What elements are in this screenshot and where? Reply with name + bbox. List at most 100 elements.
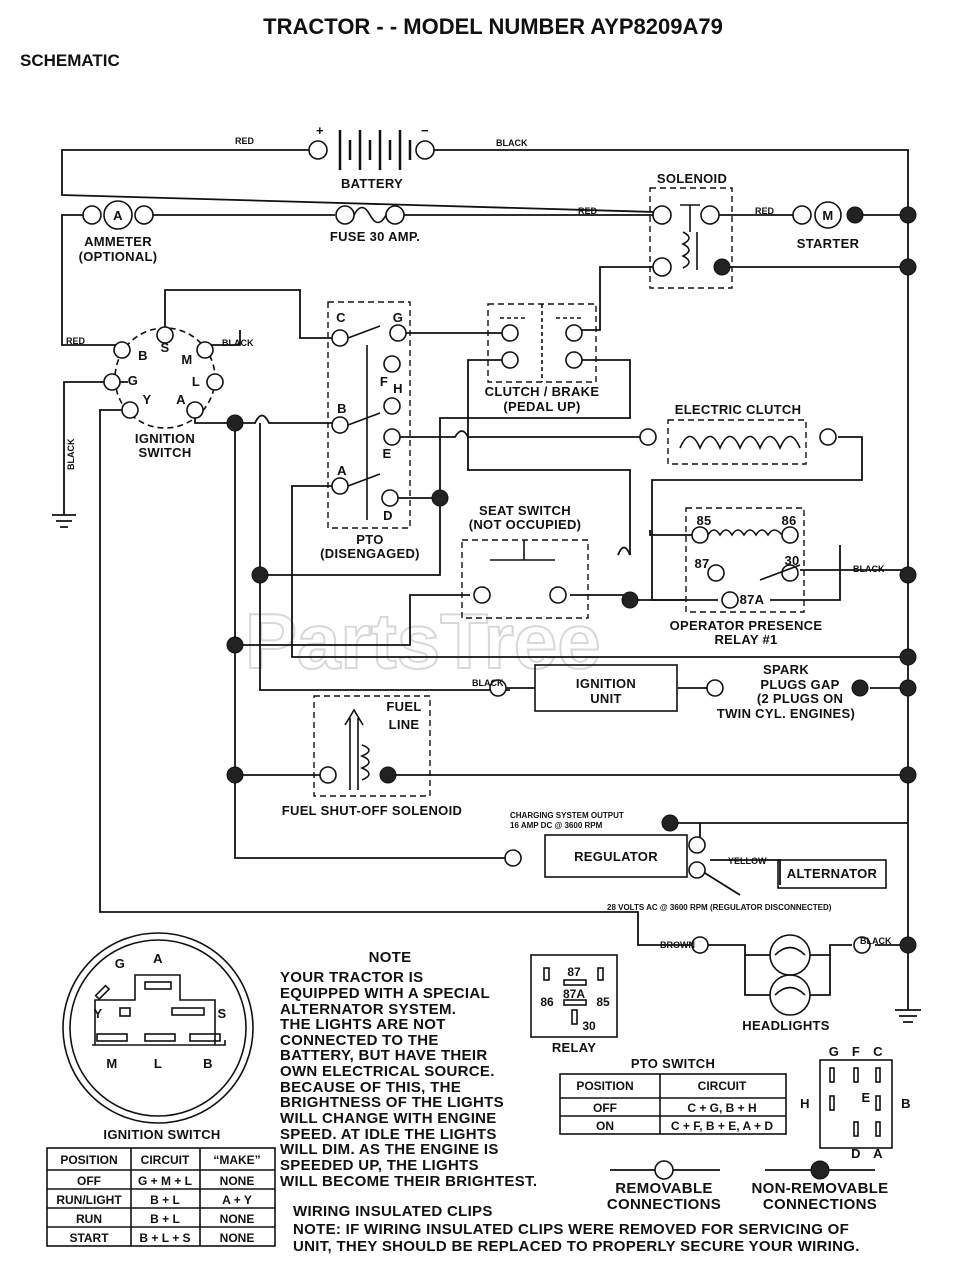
ign-cell: B + L [150, 1212, 180, 1226]
spark-label-4: TWIN CYL. ENGINES) [717, 706, 855, 721]
relay-term-86: 86 [781, 513, 796, 528]
ign-cell: NONE [220, 1174, 255, 1188]
pto-face-a: A [873, 1146, 883, 1161]
headlights-label: HEADLIGHTS [742, 1018, 830, 1033]
spark-label-2: PLUGS GAP [760, 677, 839, 692]
pto-table-title: PTO SWITCH [631, 1056, 715, 1071]
pto-face-b: B [901, 1096, 911, 1111]
battery-plus: + [316, 123, 324, 138]
ign-term-y: Y [143, 392, 152, 407]
note-line: BATTERY, BUT HAVE THEIR [280, 1047, 487, 1064]
ign-cell: G + M + L [138, 1174, 192, 1188]
relay-term-85: 85 [696, 513, 711, 528]
face-y: Y [94, 1006, 103, 1021]
battery-label: BATTERY [341, 176, 403, 191]
ign-term-l: L [192, 374, 200, 389]
relay-legend-87a: 87A [563, 987, 585, 1001]
note-line: OWN ELECTRICAL SOURCE. [280, 1063, 495, 1080]
headlights: HEADLIGHTS [691, 934, 871, 1033]
page-title: TRACTOR - - MODEL NUMBER AYP8209A79 [263, 14, 723, 39]
wire-red-ign: RED [66, 336, 86, 346]
pto-th-position: POSITION [576, 1079, 633, 1093]
fuel-solenoid-label: FUEL SHUT-OFF SOLENOID [282, 803, 462, 818]
relay-term-30: 30 [784, 553, 799, 568]
fuse-label: FUSE 30 AMP. [330, 229, 420, 244]
ign-cell: OFF [77, 1174, 101, 1188]
legend-removable-1: REMOVABLE [615, 1180, 712, 1197]
charging-label-2: 16 AMP DC @ 3600 RPM [510, 821, 603, 830]
relay-legend-85: 85 [596, 995, 610, 1009]
legend-removable-2: CONNECTIONS [607, 1196, 721, 1213]
note-line: CONNECTED TO THE [280, 1032, 439, 1049]
regulator: CHARGING SYSTEM OUTPUT 16 AMP DC @ 3600 … [504, 811, 706, 879]
ign-term-b: B [138, 348, 148, 363]
pto-cell: OFF [593, 1101, 617, 1115]
note-block: NOTE YOUR TRACTOR IS EQUIPPED WITH A SPE… [280, 949, 537, 1190]
note-line: BRIGHTNESS OF THE LIGHTS [280, 1094, 504, 1111]
ign-cell: RUN/LIGHT [56, 1193, 122, 1207]
ignition-switch-table: IGNITION SWITCH POSITION CIRCUIT “MAKE” … [46, 1127, 276, 1247]
alternator-label: ALTERNATOR [787, 866, 878, 881]
wire-red-fuse: RED [578, 206, 598, 216]
face-a: A [153, 951, 163, 966]
solenoid: SOLENOID [649, 171, 733, 289]
pto-switch: C G F H B E A D PTO (DISENGAGED) [320, 301, 420, 561]
relay-legend-86: 86 [540, 995, 554, 1009]
note-line: BECAUSE OF THIS, THE [280, 1079, 461, 1096]
note-line: WILL DIM. AS THE ENGINE IS [280, 1141, 499, 1158]
wiring [52, 149, 921, 1023]
relay-term-87: 87 [694, 556, 709, 571]
battery: + − BATTERY [308, 123, 435, 191]
face-m: M [106, 1056, 117, 1071]
fuel-line-label-2: LINE [389, 717, 420, 732]
pto-term-e: E [383, 446, 392, 461]
ac-note: 28 VOLTS AC @ 3600 RPM (REGULATOR DISCON… [607, 903, 832, 912]
wire-black-headlights: BLACK [860, 936, 892, 946]
clips-line-1: NOTE: IF WIRING INSULATED CLIPS WERE REM… [293, 1221, 849, 1238]
ign-th-circuit: CIRCUIT [141, 1153, 190, 1167]
battery-minus: − [421, 123, 429, 138]
pto-term-d: D [383, 508, 393, 523]
pto-label-2: (DISENGAGED) [320, 546, 420, 561]
charging-label-1: CHARGING SYSTEM OUTPUT [510, 811, 624, 820]
wire-brown: BROWN [660, 940, 695, 950]
wire-yellow: YELLOW [728, 856, 767, 866]
face-g: G [115, 956, 125, 971]
legend-nonremovable-2: CONNECTIONS [763, 1196, 877, 1213]
ign-cell: START [69, 1231, 109, 1245]
ignition-unit: IGNITION UNIT [489, 664, 724, 712]
ign-cell: A + Y [222, 1193, 252, 1207]
face-l: L [154, 1056, 162, 1071]
junction-dots [226, 206, 917, 954]
clips-title: WIRING INSULATED CLIPS [293, 1203, 493, 1220]
ammeter-label: AMMETER [84, 234, 152, 249]
pto-term-h: H [393, 381, 403, 396]
clips-line-2: UNIT, THEY SHOULD BE REPLACED TO PROPERL… [293, 1238, 860, 1255]
seat-switch-label-1: SEAT SWITCH [479, 503, 571, 518]
note-title: NOTE [369, 949, 412, 966]
wire-black-ign: BLACK [222, 338, 254, 348]
ign-cell: NONE [220, 1231, 255, 1245]
pto-term-f: F [380, 374, 388, 389]
note-line: WILL CHANGE WITH ENGINE [280, 1110, 497, 1127]
ammeter-symbol: A [113, 208, 123, 223]
relay-legend-87: 87 [567, 965, 581, 979]
relay-legend-title: RELAY [552, 1040, 596, 1055]
ign-switch-label-2: SWITCH [138, 445, 191, 460]
page-subtitle: SCHEMATIC [20, 51, 120, 70]
ign-cell: NONE [220, 1212, 255, 1226]
alternator: ALTERNATOR [777, 859, 887, 889]
wire-black-ignition-unit: BLACK [472, 678, 504, 688]
fuse: FUSE 30 AMP. [330, 205, 420, 244]
ign-th-make: “MAKE” [213, 1153, 260, 1167]
spark-plugs: SPARK PLUGS GAP (2 PLUGS ON TWIN CYL. EN… [717, 662, 855, 721]
pto-term-a: A [337, 463, 347, 478]
ammeter: A AMMETER (OPTIONAL) [79, 200, 157, 264]
pto-face-g: G [829, 1044, 839, 1059]
fuel-shutoff-solenoid: FUEL LINE FUEL SHUT-OFF SOLENOID [282, 695, 462, 818]
wire-black-ground: BLACK [66, 438, 76, 470]
note-line: THE LIGHTS ARE NOT [280, 1016, 446, 1033]
operator-presence-relay: 85 86 87 30 87A OPERATOR PRESENCE RELAY … [670, 507, 822, 647]
ign-term-g: G [128, 373, 138, 388]
